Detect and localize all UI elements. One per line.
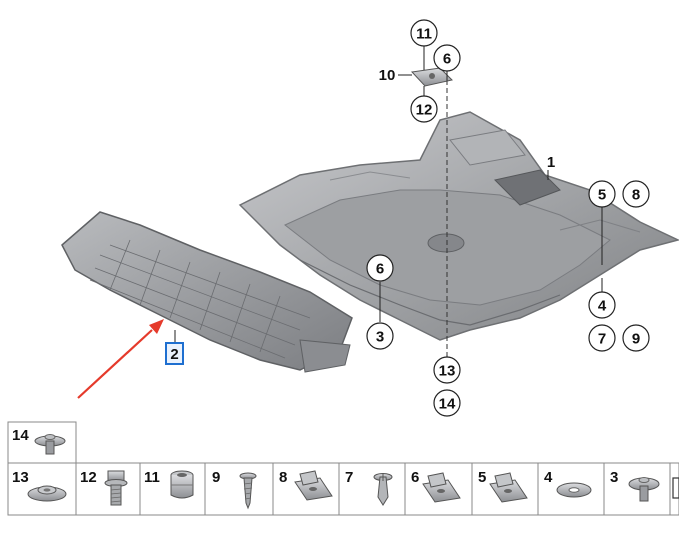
callout-12-top: 12 [410,95,438,123]
svg-text:14: 14 [439,396,456,413]
spring-nut-icon [294,470,333,501]
plastic-clip-icon [34,434,66,455]
svg-text:13: 13 [439,363,456,380]
grommet-nut-icon [170,470,194,499]
label-1: 1 [547,154,555,171]
partial-part-icon [672,477,679,499]
cell-number-7: 7 [345,469,353,486]
svg-text:6: 6 [443,51,451,68]
cell-number-11: 11 [144,469,160,486]
table-cell-partial [669,462,679,516]
cell-number-14: 14 [12,427,29,444]
svg-text:8: 8 [632,187,640,204]
cell-number-5: 5 [478,469,486,486]
cell-number-13: 13 [12,469,29,486]
svg-text:11: 11 [416,26,432,43]
cell-number-4: 4 [544,469,553,486]
svg-text:5: 5 [598,187,606,204]
callout-13-bottom: 13 [433,356,461,384]
underbody-shield-part-1 [238,111,679,341]
expanding-rivet-icon [373,473,393,506]
spring-nut-icon [422,472,461,503]
plastic-clip-icon [628,477,660,502]
flange-nut-icon [27,485,67,502]
callout-14-bottom: 14 [433,389,461,417]
svg-text:4: 4 [598,298,607,315]
highlighted-label-2: 2 [165,342,184,365]
bracket-icon [410,67,453,87]
svg-text:12: 12 [416,102,433,119]
svg-text:3: 3 [376,329,384,346]
callout-3-mid: 3 [366,322,394,350]
svg-text:1: 1 [547,154,555,171]
cell-number-6: 6 [411,469,419,486]
cell-number-12: 12 [80,469,97,486]
cell-number-8: 8 [279,469,287,486]
spring-nut-icon [489,472,528,503]
svg-text:10: 10 [379,67,396,84]
callout-6-top: 6 [433,44,461,72]
svg-text:6: 6 [376,261,384,278]
callout-8-right: 8 [622,180,650,208]
washer-icon [556,482,592,498]
svg-text:7: 7 [598,331,606,348]
callout-11-top: 11 [410,19,438,47]
callout-7-right: 7 [588,324,616,352]
hex-bolt-icon [104,470,128,506]
leader-lines [174,46,603,358]
callout-4-right: 4 [588,291,616,319]
svg-text:9: 9 [632,331,640,348]
front-panel-part-2 [61,211,353,373]
label-10: 10 [379,67,396,84]
cell-number-9: 9 [212,469,220,486]
parts-table [7,421,679,516]
screw-icon [239,472,257,510]
svg-text:2: 2 [170,346,178,363]
callout-6-mid: 6 [366,254,394,282]
red-arrow-icon [77,319,164,399]
cell-number-3: 3 [610,469,618,486]
callout-5-right: 5 [588,180,616,208]
callout-9-right: 9 [622,324,650,352]
